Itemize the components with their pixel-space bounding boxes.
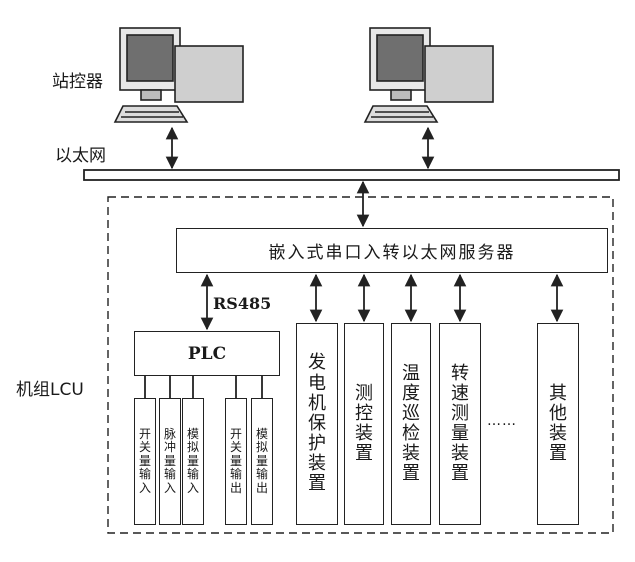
label-char: 脉 [163, 426, 176, 441]
label-char: 检 [402, 423, 420, 444]
label-char: 速 [451, 382, 469, 404]
label-char: 电 [308, 372, 326, 394]
label-char: 量 [163, 453, 176, 468]
serial-ethernet-server: 嵌入式串口入转以太网服务器 [176, 228, 608, 273]
label-char: 输 [255, 467, 268, 482]
label-char: 测 [451, 402, 469, 424]
device-label: 测控装置 [345, 324, 383, 524]
label-char: 机 [308, 392, 326, 414]
label-char: 入 [163, 480, 176, 495]
label-char: 开 [229, 426, 242, 441]
io-module-analog-input: 模拟量输入 [182, 398, 204, 525]
label-char: 装 [402, 443, 420, 465]
device-label: 发电机保护装置 [297, 324, 337, 524]
io-module-label: 脉冲量输入 [160, 399, 180, 524]
device-measurement-control: 测控装置 [344, 323, 384, 525]
label-char: 拟 [255, 440, 268, 455]
device-label: 其他装置 [538, 324, 578, 524]
label-char: 量 [186, 453, 199, 468]
label-char: 置 [451, 463, 469, 485]
ellipsis-label: …… [487, 413, 517, 429]
device-speed-measurement: 转速测量装置 [439, 323, 481, 525]
desktop-computer-icon [363, 27, 494, 123]
device-generator-protection: 发电机保护装置 [296, 323, 338, 525]
label-char: 入 [138, 480, 151, 495]
label-char: 置 [549, 443, 567, 465]
label-char: 出 [229, 480, 242, 495]
server-label: 嵌入式串口入转以太网服务器 [268, 243, 516, 263]
rs485-label: RS485 [213, 294, 272, 313]
label-char: 保 [308, 412, 326, 434]
label-char: 他 [549, 402, 567, 424]
device-label: 温度巡检装置 [392, 324, 430, 524]
io-module-label: 开关量输出 [226, 399, 246, 524]
label-char: 控 [355, 402, 373, 424]
label-char: 装 [451, 443, 469, 465]
device-other: 其他装置 [537, 323, 579, 525]
ethernet-bus [83, 169, 620, 181]
label-char: 量 [255, 453, 268, 468]
label-char: 冲 [163, 440, 176, 455]
label-char: 量 [451, 423, 469, 444]
ethernet-label: 以太网 [55, 146, 106, 166]
unit-lcu-label: 机组LCU [16, 380, 84, 400]
label-char: 量 [138, 453, 151, 468]
label-char: 模 [186, 426, 199, 441]
io-module-pulse-input: 脉冲量输入 [159, 398, 181, 525]
label-char: 量 [229, 453, 242, 468]
label-char: 输 [229, 467, 242, 482]
label-char: 装 [355, 423, 373, 444]
label-char: 输 [186, 467, 199, 482]
desktop-computer-icon [113, 27, 244, 123]
label-char: 拟 [186, 440, 199, 455]
label-char: 装 [308, 453, 326, 475]
io-module-analog-output: 模拟量输出 [251, 398, 273, 525]
label-char: 关 [229, 440, 242, 455]
io-module-digital-output: 开关量输出 [225, 398, 247, 525]
label-char: 置 [402, 463, 420, 485]
plc-label: PLC [187, 343, 227, 364]
label-char: 巡 [402, 402, 420, 424]
device-label: 转速测量装置 [440, 324, 480, 524]
device-temperature-inspection: 温度巡检装置 [391, 323, 431, 525]
label-char: 置 [355, 443, 373, 465]
label-char: 输 [163, 467, 176, 482]
io-module-digital-input: 开关量输入 [134, 398, 156, 525]
label-char: 测 [355, 382, 373, 404]
label-char: 护 [308, 433, 326, 455]
station-controller-label: 站控器 [52, 72, 103, 92]
label-char: 度 [402, 382, 420, 404]
label-char: 转 [451, 362, 469, 384]
plc-box: PLC [134, 331, 280, 376]
label-char: 入 [186, 480, 199, 495]
io-module-label: 模拟量输入 [183, 399, 203, 524]
io-module-label: 开关量输入 [135, 399, 155, 524]
label-char: 发 [308, 352, 326, 374]
label-char: 模 [255, 426, 268, 441]
label-char: 关 [138, 440, 151, 455]
label-char: 其 [549, 382, 567, 404]
label-char: 输 [138, 467, 151, 482]
label-char: 出 [255, 480, 268, 495]
label-char: 置 [308, 473, 326, 495]
io-module-label: 模拟量输出 [252, 399, 272, 524]
label-char: 开 [138, 426, 151, 441]
label-char: 装 [549, 423, 567, 444]
label-char: 温 [402, 362, 420, 384]
